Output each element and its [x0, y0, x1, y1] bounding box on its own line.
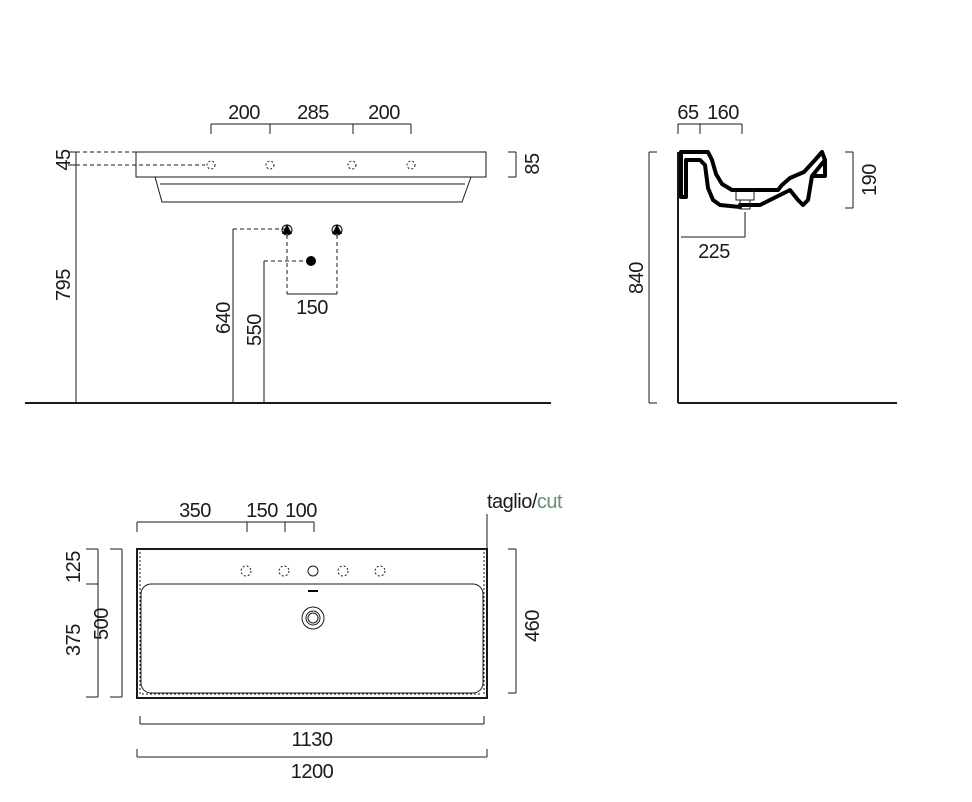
plan-hole-4	[337, 565, 349, 577]
plan-dim-1130: 1130	[291, 729, 332, 751]
front-dim-550: 550	[244, 314, 266, 346]
plan-view: 350 150 100 taglio/cut 125 375 500	[63, 491, 563, 783]
plan-drain	[301, 606, 325, 630]
plan-cut-label: taglio/cut	[487, 491, 563, 513]
plan-dim-375: 375	[63, 624, 85, 656]
side-view: 65 160 190 225 840	[626, 102, 897, 404]
front-hole-1	[206, 160, 216, 170]
front-dim-640: 640	[213, 302, 235, 334]
plan-hole-5	[374, 565, 386, 577]
front-inlet-right	[332, 224, 342, 234]
plan-basin-bowl	[140, 583, 484, 694]
plan-dim-125: 125	[63, 551, 85, 583]
front-dim-795: 795	[53, 269, 75, 301]
front-dim-45: 45	[53, 149, 75, 171]
front-inlet-left	[282, 224, 292, 234]
plan-basin-outline	[136, 548, 488, 699]
front-hole-2	[265, 160, 275, 170]
front-basin-bowl	[154, 176, 472, 203]
front-hole-3	[347, 160, 357, 170]
side-dim-65: 65	[677, 102, 699, 124]
plan-dim-1200: 1200	[291, 761, 334, 783]
plan-dim-500: 500	[91, 608, 113, 640]
plan-hole-2	[278, 565, 290, 577]
front-dim-85: 85	[522, 153, 544, 175]
plan-hole-3	[307, 565, 319, 577]
plan-hole-1	[240, 565, 252, 577]
side-dim-225: 225	[698, 241, 730, 263]
front-view: 200 285 200 45 795 85	[25, 102, 551, 404]
front-drain	[306, 256, 316, 266]
side-dim-190: 190	[859, 164, 881, 196]
side-basin-profile	[679, 150, 827, 209]
side-dim-840: 840	[626, 262, 648, 294]
front-hole-4	[406, 160, 416, 170]
plan-dim-460: 460	[522, 610, 544, 642]
front-dim-285: 285	[297, 102, 329, 124]
plan-dim-100: 100	[285, 500, 317, 522]
front-dim-200-left: 200	[228, 102, 260, 124]
side-drain	[735, 190, 755, 210]
plan-dim-350: 350	[179, 500, 211, 522]
side-dim-160: 160	[707, 102, 739, 124]
front-dim-200-right: 200	[368, 102, 400, 124]
front-dim-150: 150	[296, 297, 328, 319]
plan-dim-150: 150	[246, 500, 278, 522]
